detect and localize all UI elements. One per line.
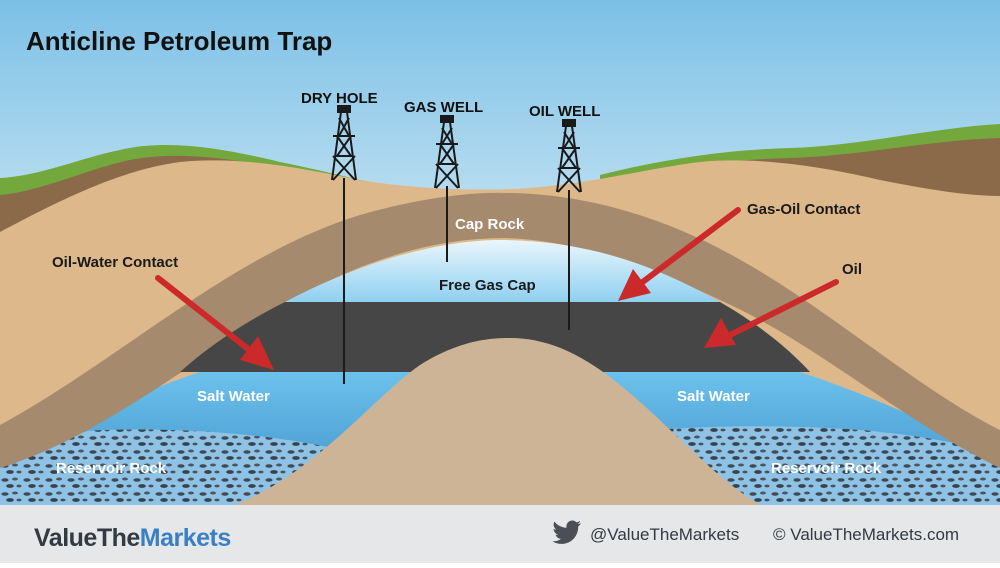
reservoir-rock-right [655, 426, 1000, 505]
dry-hole-derrick-icon [331, 105, 357, 181]
brand-logo-part1: ValueThe [34, 524, 140, 552]
oil-well-derrick-icon [556, 119, 582, 193]
salt-water-left-label: Salt Water [197, 388, 270, 405]
gas-oil-contact-label: Gas-Oil Contact [747, 201, 861, 218]
oil-water-contact-label: Oil-Water Contact [52, 254, 179, 271]
free-gas-cap-label: Free Gas Cap [439, 277, 536, 294]
free-gas-cap [285, 240, 720, 302]
twitter-bird-icon[interactable] [552, 520, 582, 546]
gas-oil-contact-arrow-icon [618, 207, 741, 301]
central-mound [235, 338, 760, 505]
cap-rock-label: Cap Rock [455, 216, 525, 233]
dry-hole-label: DRY HOLE [301, 90, 378, 107]
oil-well-label: OIL WELL [529, 103, 601, 120]
diagram-title: Anticline Petroleum Trap [26, 26, 333, 56]
oil-layer [180, 302, 810, 372]
salt-water-right-label: Salt Water [677, 388, 750, 405]
reservoir-rock-left-label: Reservoir Rock [56, 460, 167, 477]
copyright-text: © ValueTheMarkets.com [773, 525, 960, 544]
brand-logo[interactable]: ValueTheMarkets [34, 524, 231, 553]
oil-arrow-icon [704, 279, 839, 348]
brand-logo-part2: Markets [139, 524, 232, 552]
reservoir-rock-left [0, 429, 350, 505]
reservoir-rock-right-label: Reservoir Rock [771, 460, 882, 477]
gas-well-derrick-icon [434, 115, 460, 189]
cap-rock-band [0, 192, 1000, 468]
oil-water-contact-arrow-icon [155, 275, 274, 370]
footer-bar [0, 505, 1000, 563]
gas-well-label: GAS WELL [404, 99, 484, 116]
oil-label: Oil [842, 261, 863, 278]
twitter-handle-link[interactable]: @ValueTheMarkets [590, 525, 740, 544]
